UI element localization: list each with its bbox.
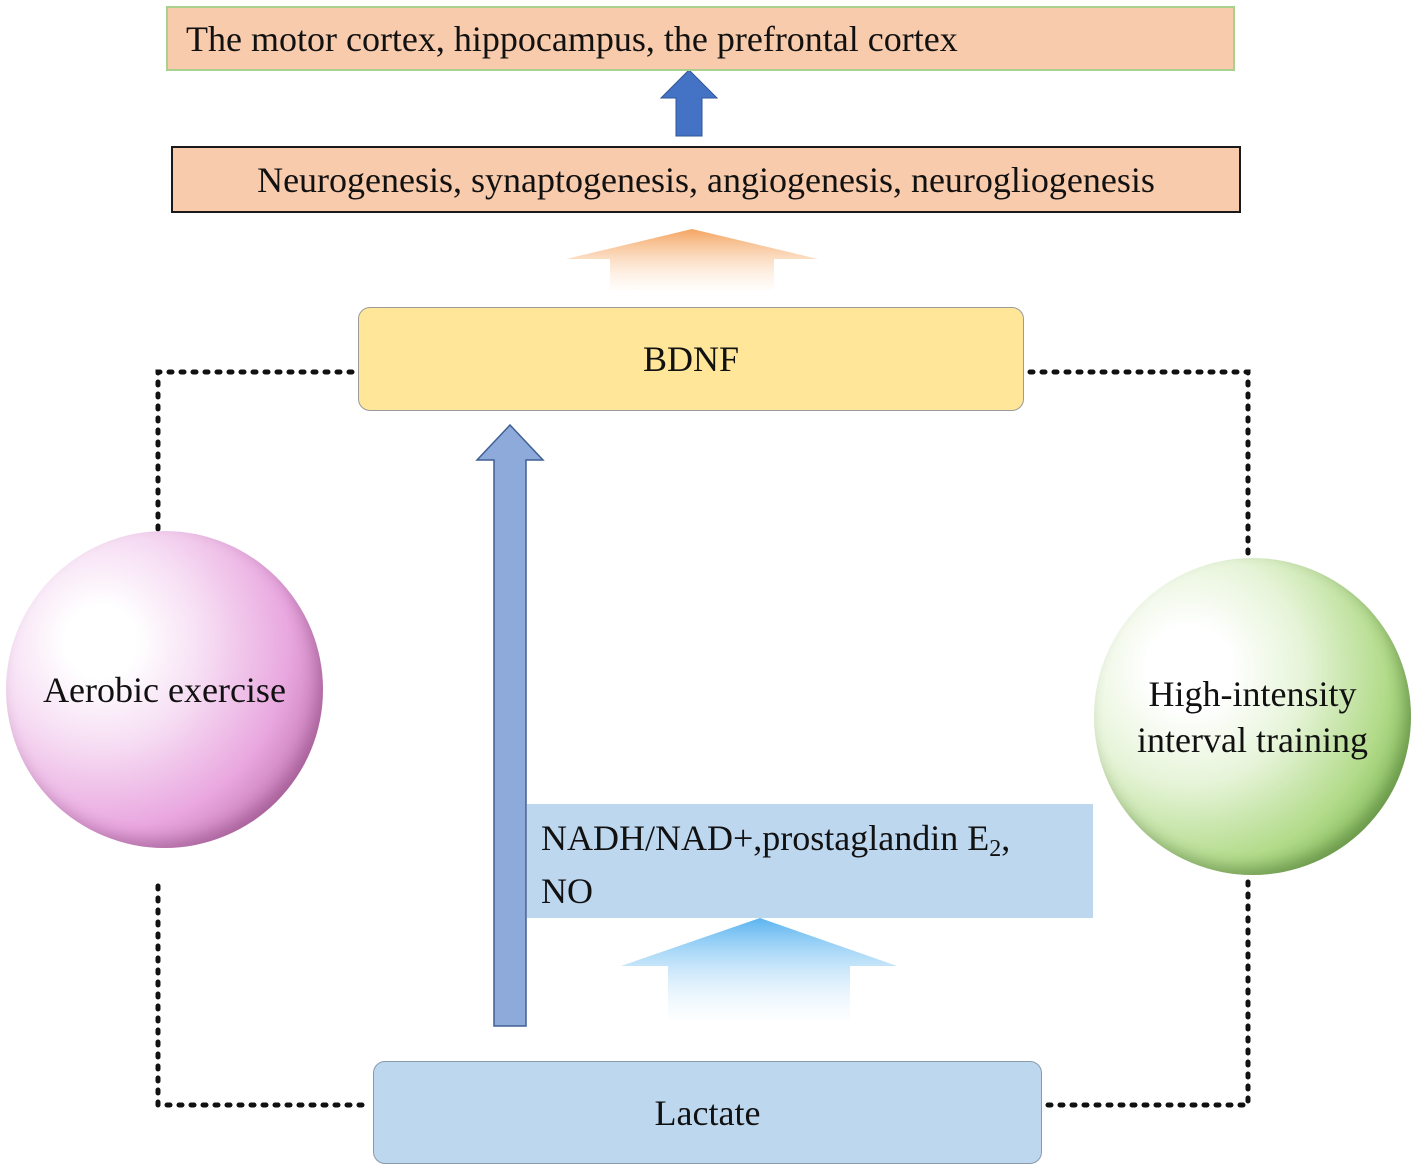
lactate-label: Lactate (654, 1092, 761, 1133)
aerobic-exercise-sphere: Aerobic exercise (6, 531, 323, 848)
mechanism-box: NADH/NAD+,prostaglandin E2, NO (527, 804, 1093, 918)
mechanism-subscript: 2 (989, 836, 1002, 862)
neuro-processes-label: Neurogenesis, synaptogenesis, angiogenes… (257, 159, 1155, 200)
neuro-processes-box: Neurogenesis, synaptogenesis, angiogenes… (171, 146, 1241, 213)
blue-fade-arrow (621, 918, 897, 1020)
lactate-box: Lactate (373, 1061, 1042, 1164)
hiit-sphere: High-intensity interval training (1094, 558, 1411, 875)
dotted-connector-right (1027, 369, 1251, 1108)
brain-regions-box: The motor cortex, hippocampus, the prefr… (166, 6, 1235, 71)
bdnf-box: BDNF (358, 307, 1024, 411)
brain-regions-label: The motor cortex, hippocampus, the prefr… (186, 18, 958, 59)
dark-blue-up-arrow (659, 69, 719, 137)
hiit-label-line-1: High-intensity (1148, 673, 1357, 714)
bdnf-label: BDNF (642, 339, 740, 379)
mechanism-text: NADH/NAD+,prostaglandin E (541, 818, 990, 858)
hiit-label: High-intensity interval training (1137, 671, 1368, 763)
dotted-connector-left (155, 369, 369, 1108)
mechanism-comma: , (1001, 818, 1011, 858)
mechanism-line-1: NADH/NAD+,prostaglandin E2, (541, 817, 1010, 870)
hiit-label-line-2: interval training (1137, 719, 1368, 760)
lactate-to-bdnf-arrow (475, 423, 545, 1027)
orange-fade-arrow (566, 229, 818, 290)
aerobic-exercise-label: Aerobic exercise (43, 669, 286, 710)
mechanism-line-2: NO (541, 871, 593, 911)
